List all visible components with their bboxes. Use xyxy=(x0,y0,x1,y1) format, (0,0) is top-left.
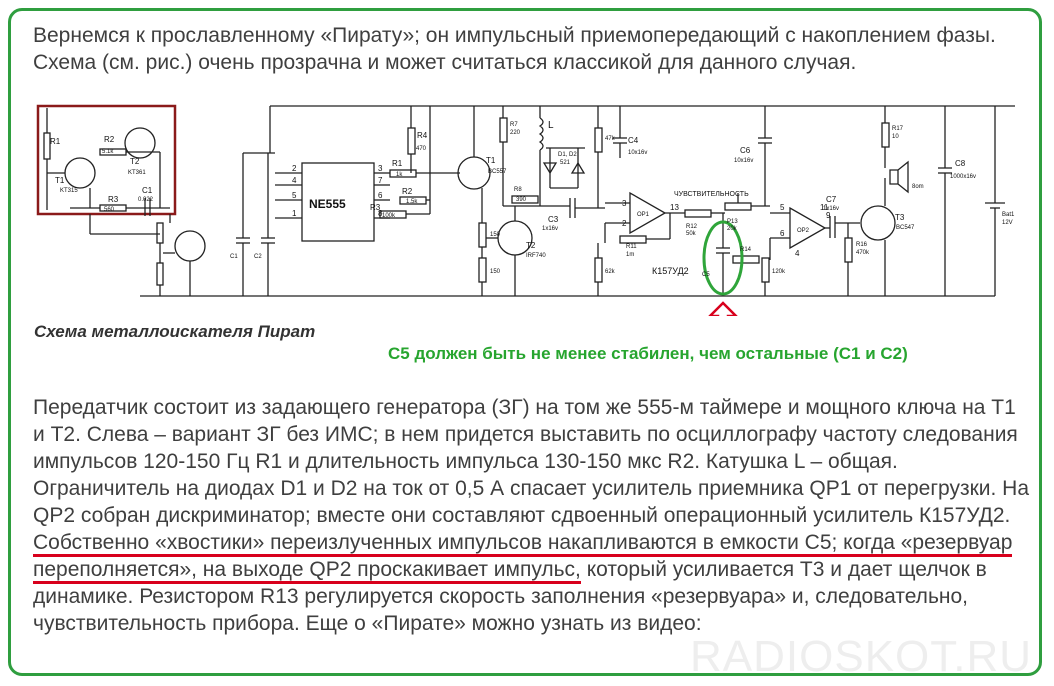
svg-text:R3: R3 xyxy=(370,203,381,212)
svg-text:P13: P13 xyxy=(727,219,738,225)
svg-text:2: 2 xyxy=(292,164,297,173)
svg-text:4: 4 xyxy=(795,249,800,258)
svg-text:R11: R11 xyxy=(626,244,637,250)
svg-text:120k: 120k xyxy=(772,269,786,275)
body-text-highlight: Собственно «хвостики» переизлученных имп… xyxy=(33,531,1013,584)
svg-text:NE555: NE555 xyxy=(309,197,346,211)
svg-text:5.1k: 5.1k xyxy=(102,149,114,155)
svg-text:T1: T1 xyxy=(486,156,496,165)
svg-text:C5: C5 xyxy=(702,272,710,278)
schematic-caption: Схема металлоискателя Пират xyxy=(34,322,316,341)
body-paragraph: Передатчик состоит из задающего генерато… xyxy=(33,394,1033,637)
svg-text:5: 5 xyxy=(780,203,785,212)
svg-text:4: 4 xyxy=(292,176,297,185)
svg-text:C7: C7 xyxy=(826,195,837,204)
svg-text:9: 9 xyxy=(826,211,831,220)
svg-text:IRF740: IRF740 xyxy=(526,253,546,259)
svg-text:R2: R2 xyxy=(402,187,413,196)
svg-text:470: 470 xyxy=(416,146,427,152)
svg-text:6: 6 xyxy=(378,191,383,200)
svg-text:8: 8 xyxy=(378,209,383,218)
svg-text:ЧУВСТВИТЕЛЬНОСТЬ: ЧУВСТВИТЕЛЬНОСТЬ xyxy=(674,191,749,198)
svg-text:R12: R12 xyxy=(686,224,698,230)
svg-text:R1: R1 xyxy=(392,159,403,168)
svg-text:20k: 20k xyxy=(727,226,738,232)
svg-text:BC547: BC547 xyxy=(896,225,915,231)
svg-text:3: 3 xyxy=(622,199,627,208)
svg-text:470k: 470k xyxy=(856,250,870,256)
svg-text:1x16v: 1x16v xyxy=(542,226,558,232)
svg-text:1: 1 xyxy=(292,209,297,218)
svg-text:C2: C2 xyxy=(254,254,262,260)
svg-text:5: 5 xyxy=(292,191,297,200)
svg-text:521: 521 xyxy=(560,160,571,166)
svg-text:KT315: KT315 xyxy=(60,188,78,194)
svg-text:R16: R16 xyxy=(856,242,868,248)
svg-text:BC557: BC557 xyxy=(488,169,507,175)
svg-text:10: 10 xyxy=(892,134,899,140)
svg-text:L: L xyxy=(548,120,554,131)
svg-text:C8: C8 xyxy=(955,159,966,168)
svg-text:12V: 12V xyxy=(1002,220,1013,226)
svg-text:KT361: KT361 xyxy=(128,170,146,176)
watermark: RADIOSKOT.RU xyxy=(690,632,1033,681)
svg-text:50k: 50k xyxy=(686,231,697,237)
svg-text:1x16v: 1x16v xyxy=(823,206,839,212)
svg-text:560: 560 xyxy=(104,207,115,213)
svg-text:T2: T2 xyxy=(130,157,140,166)
svg-text:8om: 8om xyxy=(912,184,924,190)
svg-text:150: 150 xyxy=(490,232,501,238)
body-text-start: Передатчик состоит из задающего генерато… xyxy=(33,396,1030,527)
svg-text:R1: R1 xyxy=(50,137,61,146)
svg-text:62k: 62k xyxy=(605,269,616,275)
svg-text:C1: C1 xyxy=(142,186,153,195)
svg-text:R4: R4 xyxy=(417,131,428,140)
svg-text:220: 220 xyxy=(510,130,521,136)
svg-text:R2: R2 xyxy=(104,135,115,144)
svg-text:1k: 1k xyxy=(396,172,403,178)
svg-text:1m: 1m xyxy=(626,252,634,258)
svg-text:1000x16v: 1000x16v xyxy=(950,174,976,180)
svg-text:R8: R8 xyxy=(514,187,522,193)
metal-detector-schematic: R1 R2 5.1k T1 KT315 T2 KT361 R3 560 C1 0… xyxy=(36,104,1015,316)
svg-text:6: 6 xyxy=(780,229,785,238)
c5-note: С5 должен быть не менее стабилен, чем ос… xyxy=(388,344,908,363)
svg-text:Bat1: Bat1 xyxy=(1002,212,1015,218)
svg-text:R7: R7 xyxy=(510,122,518,128)
svg-text:C1: C1 xyxy=(230,254,238,260)
svg-text:100k: 100k xyxy=(382,213,396,219)
red-arrow-icon xyxy=(708,301,738,316)
svg-text:C4: C4 xyxy=(628,136,639,145)
svg-text:D1, D2: D1, D2 xyxy=(558,152,577,158)
svg-text:C6: C6 xyxy=(740,146,751,155)
svg-text:К157УД2: К157УД2 xyxy=(652,266,689,276)
svg-text:0.022: 0.022 xyxy=(138,197,154,203)
svg-text:150: 150 xyxy=(490,269,501,275)
svg-text:3: 3 xyxy=(378,164,383,173)
svg-text:R3: R3 xyxy=(108,195,119,204)
svg-text:13: 13 xyxy=(670,203,679,212)
svg-text:OP1: OP1 xyxy=(637,212,650,218)
c5-highlight-circle xyxy=(702,220,744,296)
svg-text:10x16v: 10x16v xyxy=(734,158,753,164)
content-frame xyxy=(8,8,1042,676)
svg-text:OP2: OP2 xyxy=(797,228,810,234)
svg-text:11: 11 xyxy=(820,203,829,212)
svg-text:47k: 47k xyxy=(605,136,616,142)
svg-text:T2: T2 xyxy=(526,241,536,250)
svg-text:1.5k: 1.5k xyxy=(406,199,418,205)
body-text-end: который усиливается Т3 и дает щелчок в д… xyxy=(33,558,987,635)
intro-paragraph: Вернемся к прославленному «Пирату»; он и… xyxy=(33,24,996,74)
alternate-oscillator-box xyxy=(36,104,177,216)
svg-text:R17: R17 xyxy=(892,126,904,132)
svg-text:C3: C3 xyxy=(548,215,559,224)
svg-text:7: 7 xyxy=(378,176,383,185)
svg-text:10x16v: 10x16v xyxy=(628,150,647,156)
svg-text:T3: T3 xyxy=(895,213,905,222)
svg-text:390: 390 xyxy=(516,197,527,203)
svg-text:R14: R14 xyxy=(740,247,752,253)
svg-text:2: 2 xyxy=(622,219,627,228)
svg-text:T1: T1 xyxy=(55,176,65,185)
